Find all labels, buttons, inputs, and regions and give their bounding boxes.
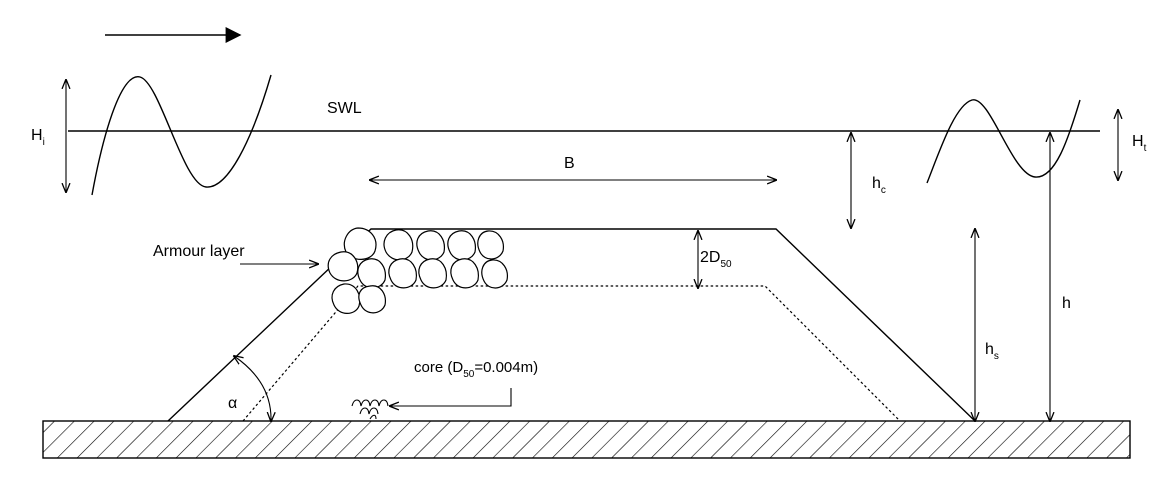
armour-rocks [327,227,508,314]
water-depth-label: h [1062,295,1071,312]
core-stones-icon [351,399,389,420]
core-boundary [242,285,901,422]
freeboard-label: hc [872,175,886,196]
seabed-hatched-ground-icon [42,420,1131,459]
structure-height-label: hs [985,341,999,362]
armour-thickness-label: 2D50 [700,249,732,270]
breakwater-outline [167,228,976,422]
incident-wave [91,74,272,196]
transmitted-wave [926,99,1081,184]
armour-layer-label: Armour layer [153,243,245,260]
swl-label: SWL [327,100,362,117]
core-pointer [390,388,512,406]
crest-width-label: B [564,155,575,172]
transmitted-wave-height-label: Ht [1132,133,1147,154]
slope-angle-arc [234,356,271,421]
core-label: core (D50=0.004m) [414,359,538,380]
incident-wave-height-label: Hi [31,127,45,148]
slope-angle-label: α [228,395,237,412]
